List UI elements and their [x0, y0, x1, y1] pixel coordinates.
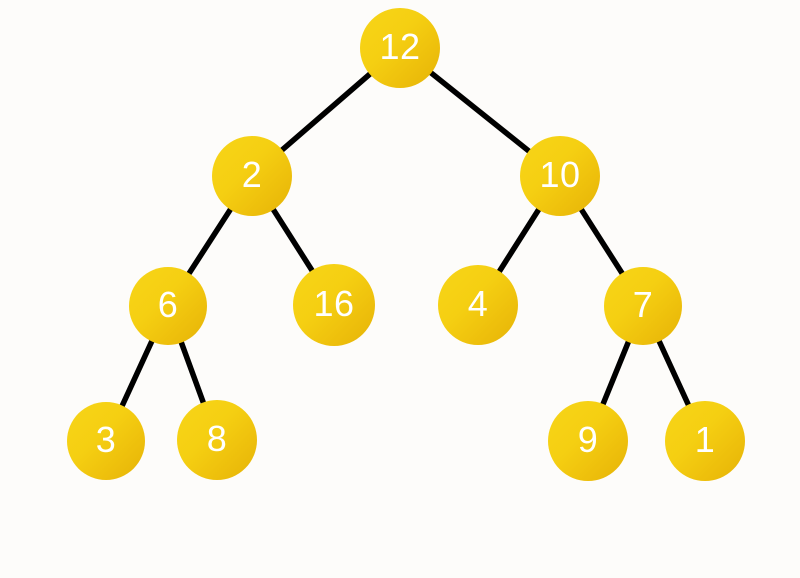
tree-node-label: 1	[694, 419, 716, 460]
tree-node-7[interactable]: 7	[604, 267, 682, 345]
tree-node-label: 2	[241, 154, 263, 195]
tree-node-label: 9	[577, 419, 599, 460]
tree-node-label: 3	[95, 419, 117, 460]
tree-node-label: 7	[632, 284, 654, 325]
tree-node-label: 6	[157, 284, 179, 325]
tree-node-9[interactable]: 9	[548, 401, 628, 481]
tree-node-label: 10	[539, 154, 581, 195]
tree-node-3[interactable]: 3	[67, 402, 145, 480]
tree-node-1[interactable]: 1	[665, 401, 745, 481]
tree-node-label: 8	[206, 418, 228, 459]
tree-node-2[interactable]: 2	[212, 136, 292, 216]
tree-node-12[interactable]: 12	[360, 8, 440, 88]
tree-node-10[interactable]: 10	[520, 136, 600, 216]
tree-node-6[interactable]: 6	[129, 267, 207, 345]
tree-node-4[interactable]: 4	[438, 265, 518, 345]
tree-node-label: 4	[467, 283, 489, 324]
tree-node-8[interactable]: 8	[177, 400, 257, 480]
tree-node-label: 12	[379, 26, 421, 67]
tree-node-16[interactable]: 16	[293, 264, 375, 346]
tree-node-label: 16	[313, 283, 355, 324]
